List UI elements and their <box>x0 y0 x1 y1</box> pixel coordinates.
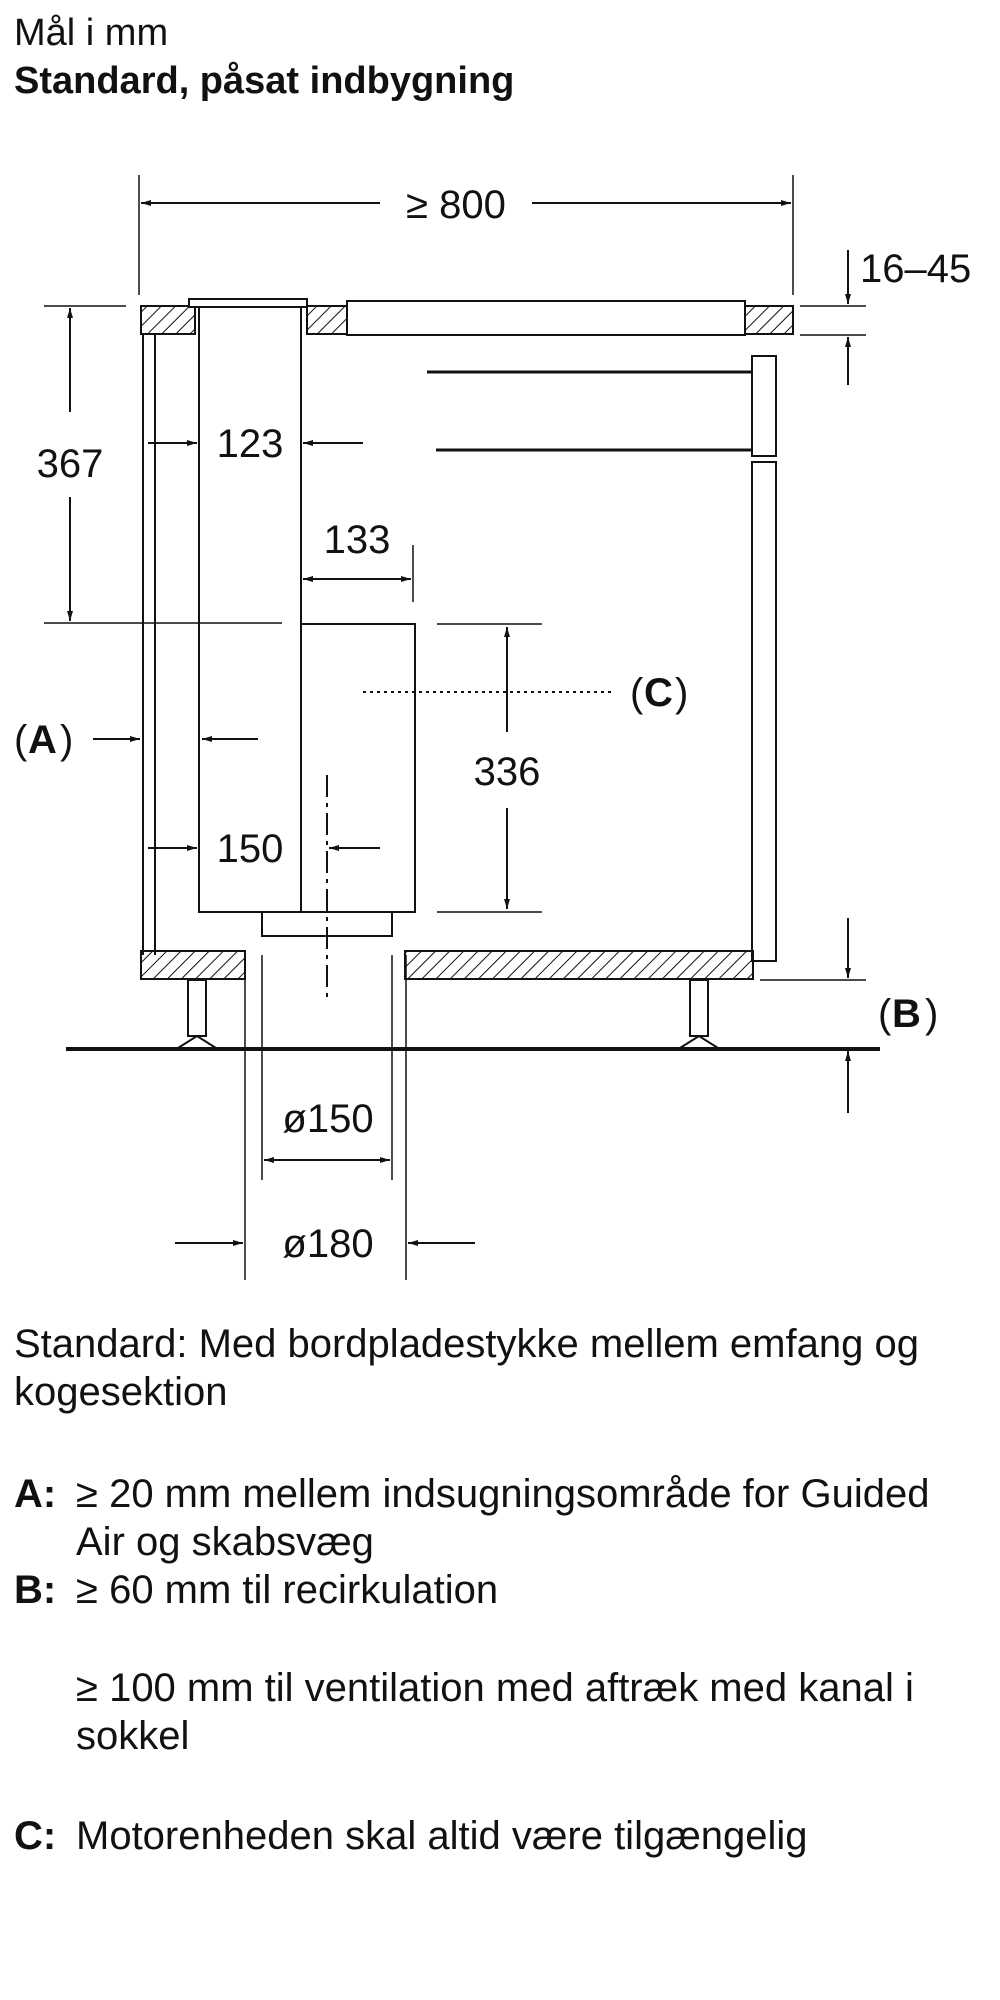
callout-c-label: C <box>644 671 673 715</box>
motor-unit <box>300 623 416 913</box>
dimension-outlet-outer: ø180 <box>175 955 475 1280</box>
svg-text:): ) <box>675 671 688 715</box>
channel-width-label: 123 <box>217 422 284 466</box>
note-text: ≥ 20 mm mellem indsugningsområde for Gui… <box>76 1472 930 1564</box>
svg-text:(: ( <box>878 992 892 1036</box>
note-key: A: <box>14 1472 57 1516</box>
dimension-channel-width: 123 <box>148 422 363 466</box>
callout-c: ( C ) <box>363 671 688 715</box>
motor-height-label: 336 <box>474 750 541 794</box>
height-upper-label: 367 <box>37 442 104 486</box>
callout-a: ( A ) <box>14 718 258 762</box>
channel-depth-label: 150 <box>217 827 284 871</box>
motor-width-label: 133 <box>324 518 391 562</box>
cabinet-feet <box>174 979 722 1049</box>
callout-a-label: A <box>28 718 57 762</box>
note-text: ≥ 60 mm til recirkulation <box>76 1568 499 1612</box>
callout-b-label: B <box>892 992 921 1036</box>
installation-diagram: ≥ 800 16–45 367 123 133 336 <box>14 175 971 1280</box>
width-label: ≥ 800 <box>406 183 506 227</box>
cabinet-bottom <box>140 950 754 980</box>
dimension-width: ≥ 800 <box>138 175 794 295</box>
notes-intro: Standard: Med bordpladestykke mellem emf… <box>14 1322 919 1414</box>
dimension-height-upper: 367 <box>37 305 282 624</box>
note-a: A: ≥ 20 mm mellem indsugningsområde for … <box>14 1470 974 1566</box>
svg-text:(: ( <box>630 671 644 715</box>
svg-text:(: ( <box>14 718 28 762</box>
hood-channel <box>198 306 302 913</box>
note-text-extra: ≥ 100 mm til ventilation med aftræk med … <box>76 1666 914 1758</box>
callout-b: ( B ) <box>760 918 938 1113</box>
note-text: Motorenheden skal altid være tilgængelig <box>76 1814 808 1858</box>
svg-text:): ) <box>60 718 73 762</box>
outlet-outer-label: ø180 <box>282 1222 373 1266</box>
note-b: B: ≥ 60 mm til recirkulation ≥ 100 mm ti… <box>14 1566 974 1760</box>
dimension-channel-depth: 150 <box>148 827 380 871</box>
notes: Standard: Med bordpladestykke mellem emf… <box>14 1320 974 1860</box>
drawer-front <box>427 355 777 962</box>
note-c: C: Motorenheden skal altid være tilgænge… <box>14 1812 974 1860</box>
page-title: Standard, påsat indbygning <box>14 60 515 102</box>
worktop <box>140 298 794 336</box>
worktop-thickness-label: 16–45 <box>860 247 971 291</box>
note-key: B: <box>14 1568 57 1612</box>
svg-text:): ) <box>925 992 938 1036</box>
note-key: C: <box>14 1814 57 1858</box>
dimension-outlet-inner: ø150 <box>261 955 393 1180</box>
dimension-motor-width: 133 <box>300 518 414 602</box>
dimension-motor-height: 336 <box>437 623 542 913</box>
units-subtitle: Mål i mm <box>14 12 169 54</box>
cabinet-side-wall <box>142 334 156 955</box>
outlet-inner-label: ø150 <box>282 1097 373 1141</box>
dimension-worktop-thickness: 16–45 <box>800 247 971 385</box>
